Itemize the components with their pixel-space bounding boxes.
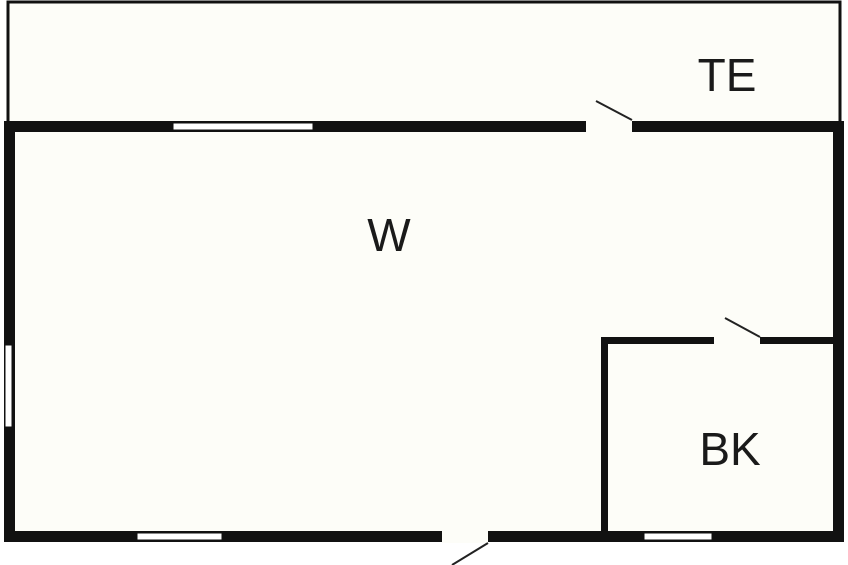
wall-right — [833, 121, 844, 542]
door-terrace-swing — [595, 100, 633, 121]
door-entrance — [442, 530, 488, 543]
window-bottom-bathroom — [643, 532, 713, 541]
living-room-floor — [8, 126, 840, 538]
window-bottom-living — [136, 532, 223, 541]
window-top — [172, 122, 314, 131]
door-bathroom-swing — [724, 317, 761, 338]
room-label-bathroom: BK — [699, 423, 761, 475]
door-bathroom — [714, 336, 760, 345]
terrace-area — [6, 0, 842, 128]
bathroom-wall-left — [601, 337, 608, 537]
room-label-terrace: TE — [698, 49, 757, 101]
room-label-living: W — [367, 209, 411, 261]
door-entrance-swing — [451, 542, 489, 565]
wall-left — [4, 121, 15, 542]
window-left — [4, 344, 13, 428]
wall-bottom — [4, 531, 844, 542]
wall-top — [4, 121, 844, 132]
door-terrace — [586, 120, 632, 133]
